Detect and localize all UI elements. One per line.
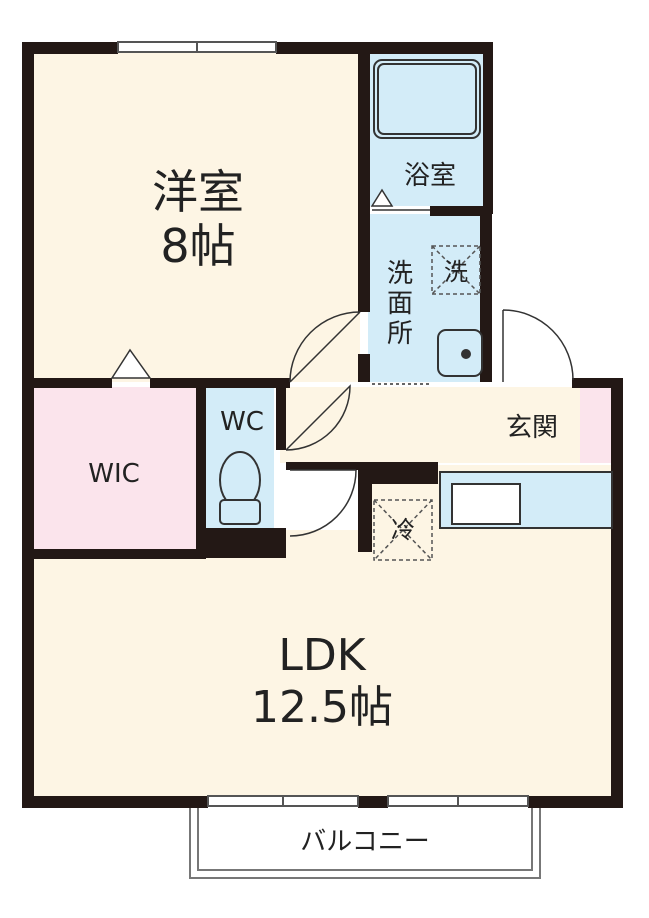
wall-wc-bottom <box>206 528 286 558</box>
washer-label: 洗 <box>444 258 468 286</box>
wall-bottom-left <box>22 796 208 808</box>
windows <box>117 41 529 807</box>
toilet-icon <box>219 451 261 525</box>
bath-door-marker <box>370 188 394 207</box>
wall-bottom-right <box>528 796 621 808</box>
washroom-name-2: 面 <box>387 289 413 319</box>
wall-wic-right <box>196 378 206 558</box>
wic-floor <box>30 387 200 550</box>
wc-name: WC <box>220 407 264 437</box>
kitchen-counter-icon <box>439 471 613 529</box>
ldk-floor <box>30 530 613 798</box>
ldk-name: LDK <box>278 630 366 681</box>
wall-top-mid <box>276 42 491 54</box>
bathtub-icon <box>373 59 481 139</box>
wall-mid-horizontal-right <box>150 378 290 388</box>
wall-bath-right <box>483 42 493 214</box>
doors <box>285 209 574 537</box>
wall-hall-stub <box>286 462 360 470</box>
fridge-label: 冷 <box>391 516 415 544</box>
washroom-name-3: 所 <box>387 319 413 349</box>
walls <box>22 42 623 808</box>
room-floors <box>30 50 613 798</box>
balcony <box>189 808 541 879</box>
wic-name: WIC <box>88 459 140 489</box>
washing-machine-space-icon <box>431 245 481 295</box>
entrance-floor <box>580 387 613 463</box>
wall-mid-horizontal-left <box>22 378 112 388</box>
wall-right <box>611 378 623 808</box>
door-markers <box>110 188 394 379</box>
entrance-name: 玄関 <box>506 413 558 443</box>
door-entrance <box>502 309 574 382</box>
bath-name: 浴室 <box>404 161 456 191</box>
western-room-floor <box>30 50 360 382</box>
wall-bottom-mid <box>358 796 388 808</box>
wall-kitchen-post <box>358 462 372 552</box>
wall-mid-horizontal-far <box>572 378 622 388</box>
wall-western-right <box>358 42 370 312</box>
refrigerator-space-icon <box>373 499 433 561</box>
wall-kitchen-partition <box>358 462 438 484</box>
room-labels: 洋室 8帖 浴室 洗 面 所 洗 WC WIC 玄関 冷 LDK 12.5帖 バ… <box>88 161 558 857</box>
door-western <box>289 311 361 383</box>
door-ldk <box>289 469 357 537</box>
western-room-size: 8帖 <box>160 219 235 273</box>
washroom-name-1: 洗 <box>387 259 413 289</box>
wall-western-right-low <box>358 354 370 382</box>
balcony-name: バルコニー <box>300 827 429 857</box>
wall-bath-bottom <box>430 206 492 216</box>
door-wc <box>285 384 351 451</box>
washbasin-icon <box>437 329 483 377</box>
wall-top-left <box>22 42 118 54</box>
western-room-name: 洋室 <box>152 165 244 219</box>
ldk-size: 12.5帖 <box>251 682 393 733</box>
wall-wc-right <box>276 378 286 450</box>
wall-left <box>22 42 34 806</box>
hallway-floor <box>280 387 580 463</box>
western-door-marker <box>110 348 152 379</box>
wall-wic-bottom <box>22 549 206 559</box>
